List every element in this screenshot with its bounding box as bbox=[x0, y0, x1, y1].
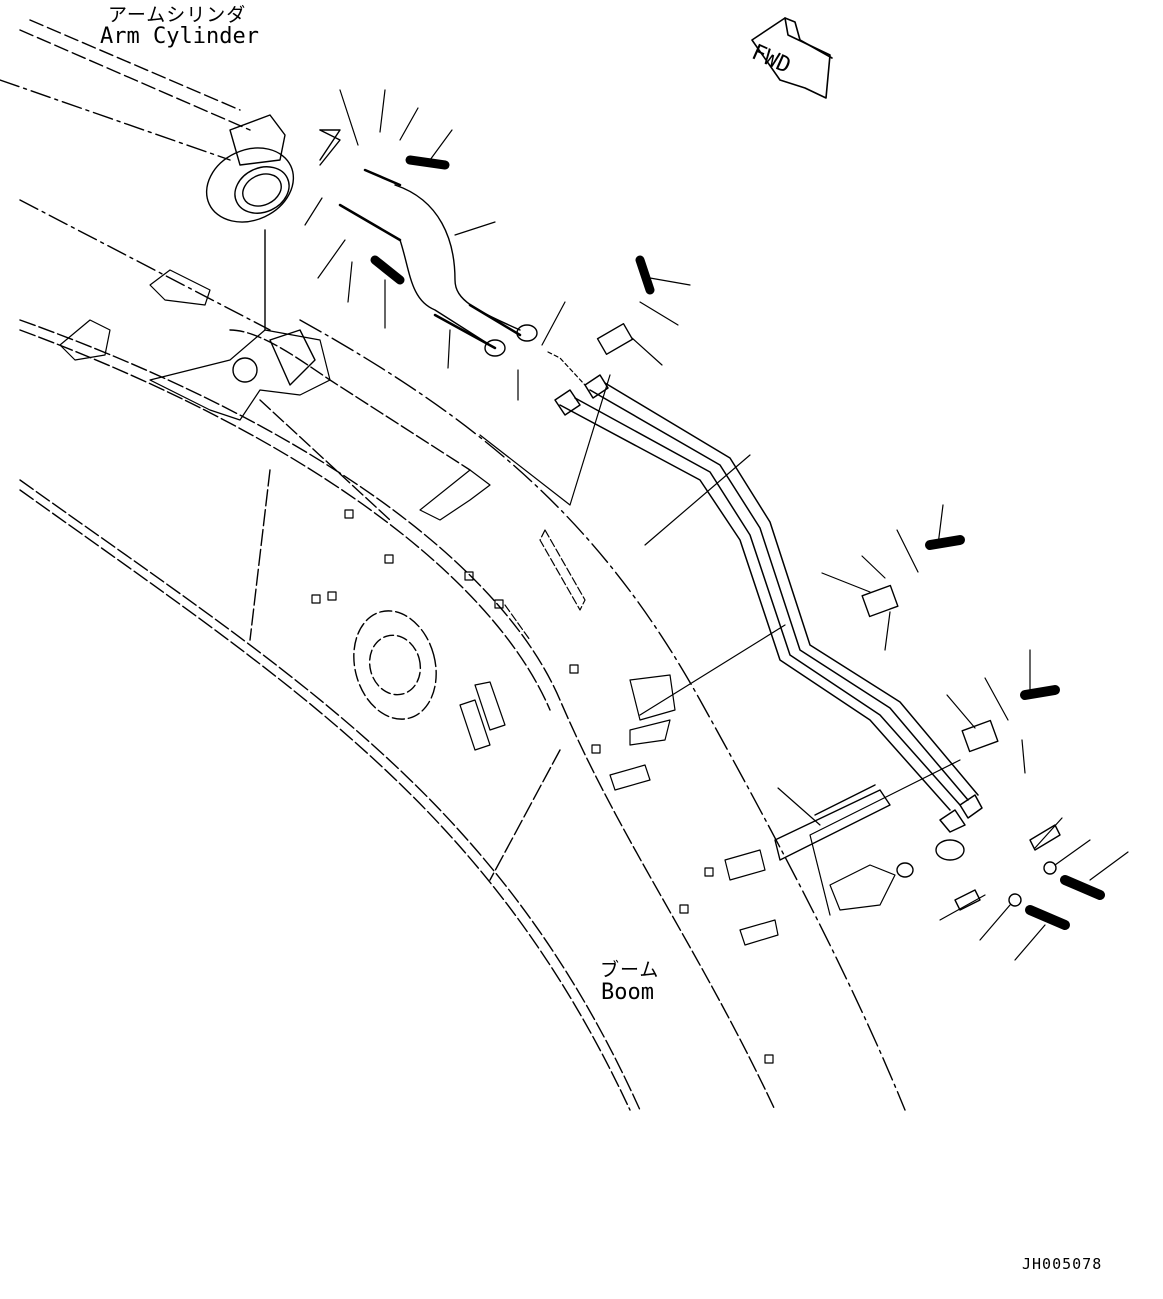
boom-structure bbox=[19, 319, 906, 1111]
lower-hose-assembly bbox=[774, 784, 1061, 911]
fwd-arrow-icon bbox=[751, 17, 833, 99]
arm-cylinder-label: Arm Cylinder bbox=[100, 24, 259, 49]
cylinder-hoses bbox=[319, 129, 538, 357]
arm-cylinder bbox=[0, 19, 295, 331]
drawing-code: JH005078 bbox=[1022, 1255, 1103, 1273]
boom-label: Boom bbox=[601, 980, 654, 1005]
clamps bbox=[370, 155, 1105, 930]
leader-lines bbox=[304, 89, 1129, 961]
steel-tubes bbox=[554, 374, 983, 833]
arm-cylinder-label-jp: アームシリンダ bbox=[108, 4, 247, 26]
boom-brackets bbox=[59, 269, 896, 1064]
boom-label-jp: ブーム bbox=[600, 959, 660, 981]
